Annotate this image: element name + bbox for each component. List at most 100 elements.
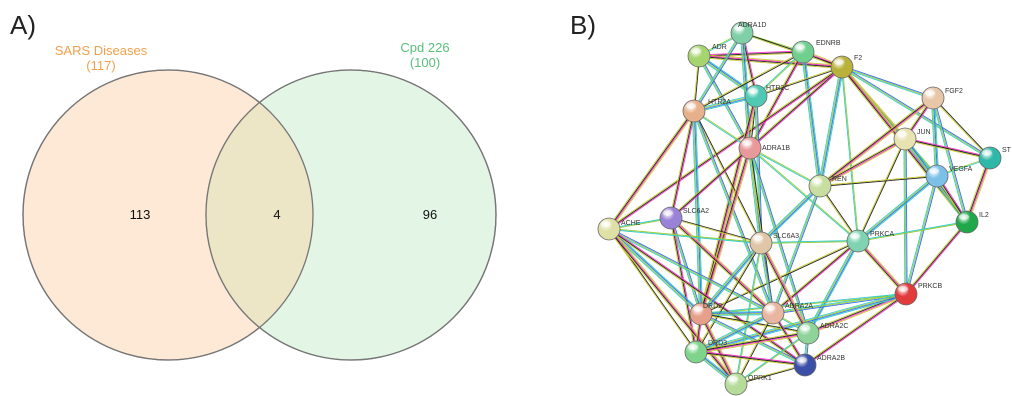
edge-htr2a-ache <box>609 111 695 230</box>
edge-prkca-adra2a <box>772 240 859 314</box>
node-label: VEGFA <box>949 166 973 173</box>
edge-jun-st <box>905 137 991 158</box>
edge-prkcb-drd2 <box>701 294 907 315</box>
edge-drd2-adra2a <box>700 312 774 314</box>
edge-prkca-adra2a <box>772 239 858 313</box>
edge-il2-prkca <box>857 221 967 241</box>
node-adra2a: ADRA2A <box>761 301 813 325</box>
edge-vegfa-ren <box>819 175 938 186</box>
edge-prkcb-adra2b <box>804 293 907 366</box>
edge-f2-ren <box>817 66 841 186</box>
edge-ren-adra2a <box>773 186 822 314</box>
edge-jun-prkcb <box>903 138 906 295</box>
edge-adra1b-drd2 <box>702 148 753 315</box>
edge-f2-adra1b <box>749 66 843 149</box>
node-highlight <box>925 90 935 96</box>
node-circle <box>682 99 706 123</box>
node-highlight <box>850 233 860 239</box>
edge-prkca-adra2a <box>773 241 859 315</box>
edge-htr2a-drd2 <box>695 110 704 314</box>
edge-ache-adra2a <box>609 227 774 313</box>
edge-adr-f2 <box>698 57 842 70</box>
node-htr2a: HTR2A <box>682 99 731 123</box>
edge-adra1b-slc6a2 <box>670 147 751 219</box>
node-circle <box>925 164 949 188</box>
edge-adra1b-drd2 <box>701 148 751 315</box>
edge-htr2a-slc6a3 <box>694 110 762 244</box>
node-highlight <box>959 214 969 220</box>
node-circle <box>921 86 945 110</box>
edge-adra2a-oprk1 <box>735 312 773 384</box>
node-label: PRKCB <box>918 283 942 290</box>
edge-il2-prkcb <box>904 221 967 294</box>
edge-ednrb-adra1b <box>749 51 804 149</box>
node-highlight <box>688 344 698 350</box>
node-circle <box>808 174 832 198</box>
node-highlight <box>982 150 992 156</box>
edge-ren-adra2a <box>772 185 821 314</box>
node-circle <box>724 372 748 396</box>
node-circle <box>659 206 683 230</box>
edge-il2-prkca <box>858 222 968 242</box>
edge-ednrb-ren <box>802 52 820 187</box>
node-highlight <box>898 286 908 292</box>
edge-htr2a-ache <box>609 111 696 231</box>
edge-htr2a-drd2 <box>694 110 702 315</box>
edge-adra2b-oprk1 <box>735 365 806 385</box>
edge-il2-prkcb <box>906 222 969 295</box>
node-label: IL2 <box>979 212 989 219</box>
node-adr: ADR <box>687 44 727 68</box>
edge-prkcb-drd2 <box>700 293 906 314</box>
edge-ren-slc6a3 <box>761 186 821 244</box>
node-label: DRD3 <box>708 340 727 347</box>
edge-slc6a3-adra2c <box>762 241 810 333</box>
edge-adra1b-ren <box>750 147 821 186</box>
edge-ache-drd2 <box>608 229 701 315</box>
edge-slc6a2-drd2 <box>670 217 702 315</box>
edge-drd2-adra2a <box>700 310 774 313</box>
edge-drd3-adra2b <box>695 351 806 366</box>
edge-adra2a-drd3 <box>695 312 774 352</box>
edge-slc6a2-slc6a3 <box>670 218 762 244</box>
edge-ednrb-htr2a <box>693 51 803 111</box>
node-circle <box>687 44 711 68</box>
node-label: OPRK1 <box>748 375 772 382</box>
edge-adra1b-adra2c <box>749 147 809 334</box>
edge-drd2-adra2b <box>701 312 806 365</box>
edge-ache-slc6a3 <box>609 228 762 243</box>
node-label: SLC6A2 <box>683 208 709 215</box>
node-highlight <box>691 48 701 54</box>
edge-adra2a-oprk1 <box>736 313 774 385</box>
edge-st-il2 <box>968 158 993 223</box>
edge-f2-ren <box>819 66 842 186</box>
node-label: ST <box>1002 147 1012 154</box>
node-fgf2: FGF2 <box>921 86 963 110</box>
edge-ache-oprk1 <box>609 228 737 384</box>
edge-adra2a-drd3 <box>695 313 774 353</box>
edge-adra1b-slc6a2 <box>671 148 751 220</box>
edge-adra1b-adra2c <box>750 147 810 333</box>
edge-ache-adra2b <box>608 228 806 366</box>
edge-f2-st <box>841 66 991 159</box>
edge-slc6a2-adra2a <box>671 216 775 313</box>
node-label: ADRA2C <box>820 323 848 330</box>
edge-slc6a3-drd3 <box>696 243 762 353</box>
edge-vegfa-prkca <box>858 176 939 243</box>
edge-adra2c-oprk1 <box>736 333 809 385</box>
edge-f2-htr2c <box>755 66 842 96</box>
edge-drd3-adra2b <box>696 350 806 365</box>
edge-adra1b-drd2 <box>700 147 750 314</box>
node-circle <box>796 321 820 345</box>
count-intersection: 4 <box>273 207 280 222</box>
edge-htr2a-ache <box>607 109 694 229</box>
node-highlight <box>929 168 939 174</box>
edge-f2-adra1b <box>750 67 843 150</box>
edge-fgf2-ren <box>818 96 933 186</box>
node-label: HTR2A <box>708 99 731 106</box>
edge-adr-ednrb <box>698 50 804 56</box>
edge-ednrb-adra1b <box>750 52 805 149</box>
edge-htr2a-ache <box>608 110 694 229</box>
edge-vegfa-prkcb <box>905 175 938 295</box>
edge-slc6a2-slc6a3 <box>670 217 762 243</box>
